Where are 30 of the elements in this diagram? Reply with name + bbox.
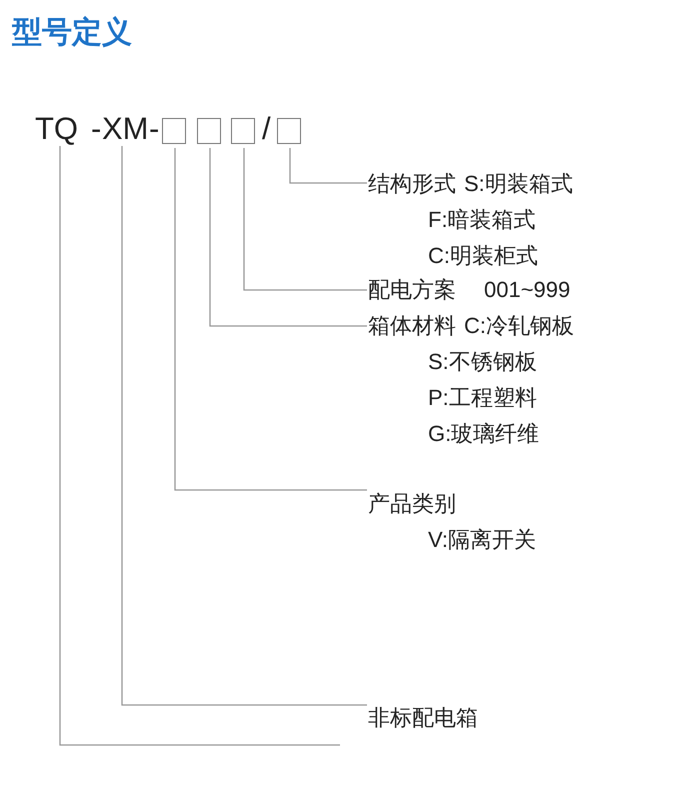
option-text: C:冷轧钢板: [464, 312, 574, 340]
option-text: S:不锈钢板: [428, 348, 537, 376]
leader-line: [174, 148, 367, 491]
leader-line: [121, 146, 367, 706]
code-text: XM: [102, 112, 148, 146]
category-heading: 非标配电箱: [368, 704, 478, 732]
option-text: S:明装箱式: [464, 170, 573, 198]
blank-box: [162, 118, 186, 144]
leader-line: [243, 148, 367, 291]
title: 型号定义: [12, 15, 132, 51]
blank-box: [197, 118, 221, 144]
option-text: G:玻璃纤维: [428, 420, 540, 448]
option-text: P:工程塑料: [428, 384, 537, 412]
category-heading: 箱体材料: [368, 312, 456, 340]
code-text: TQ: [35, 112, 78, 146]
category-heading: 产品类别: [368, 490, 456, 518]
leader-line: [289, 148, 367, 184]
separator-mark: -: [91, 112, 102, 146]
category-heading: 结构形式: [368, 170, 456, 198]
option-text: V:隔离开关: [428, 526, 536, 554]
option-text: 001~999: [484, 276, 570, 304]
separator-mark: /: [262, 112, 271, 146]
leader-line: [209, 148, 367, 327]
leader-line: [59, 146, 340, 746]
option-text: F:暗装箱式: [428, 206, 536, 234]
blank-box: [277, 118, 301, 144]
separator-mark: -: [149, 112, 160, 146]
category-heading: 配电方案: [368, 276, 456, 304]
option-text: C:明装柜式: [428, 242, 538, 270]
blank-box: [231, 118, 255, 144]
